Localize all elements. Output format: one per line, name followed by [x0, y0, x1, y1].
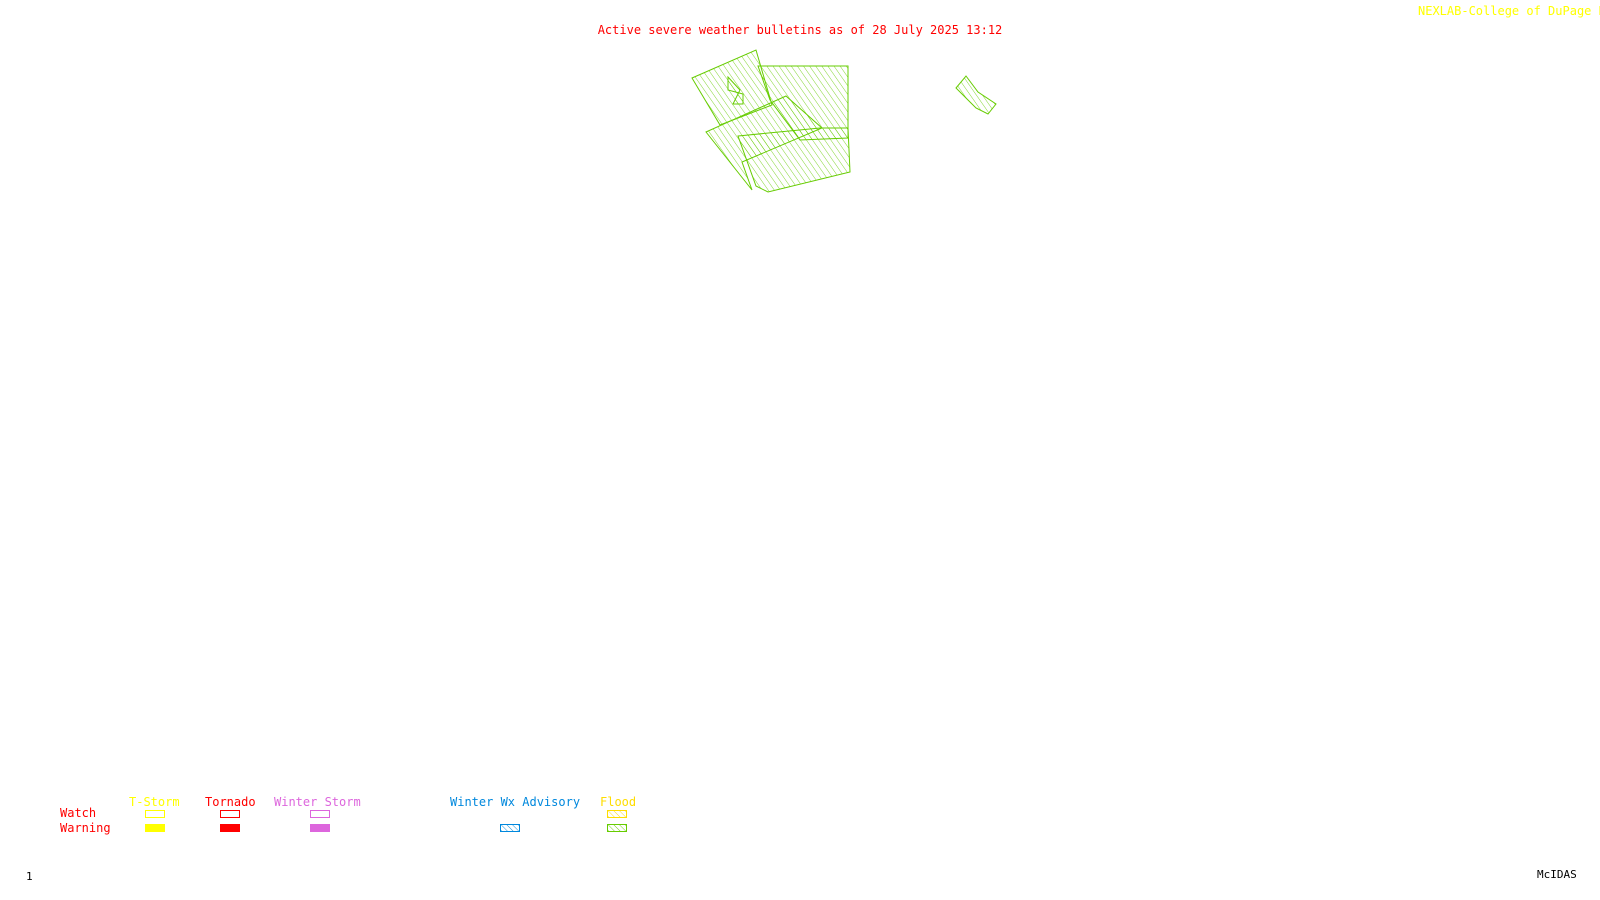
tornado-watch-swatch	[220, 810, 240, 818]
page-title: Active severe weather bulletins as of 28…	[597, 23, 1003, 37]
flood-warning-swatch	[607, 824, 627, 832]
flood-watch-swatch	[607, 810, 627, 818]
legend-row-watch: Watch	[60, 806, 97, 820]
software-label: McIDAS	[1537, 868, 1577, 881]
legend-winter-storm-label: Winter Storm	[274, 795, 361, 809]
flood-warning-polygon	[727, 75, 744, 105]
flood-warning-polygon	[737, 127, 851, 193]
legend-winter-advisory-label: Winter Wx Advisory	[450, 795, 581, 809]
legend-flood-label: Flood	[600, 795, 637, 809]
tstorm-warning-swatch	[145, 824, 165, 832]
frame-number: 1	[26, 870, 33, 883]
tornado-warning-swatch	[220, 824, 240, 832]
flood-warning-polygons	[691, 49, 997, 193]
legend-row-warning: Warning	[60, 821, 111, 835]
flood-warning-polygon	[955, 75, 997, 115]
winter-storm-watch-swatch	[310, 810, 330, 818]
legend-tstorm-label: T-Storm	[129, 795, 180, 809]
legend-tornado-label: Tornado	[205, 795, 256, 809]
credit-label: NEXLAB-College of DuPage R	[1418, 4, 1600, 18]
winter-storm-warning-swatch	[310, 824, 330, 832]
winter-advisory-swatch	[500, 824, 520, 832]
tstorm-watch-swatch	[145, 810, 165, 818]
